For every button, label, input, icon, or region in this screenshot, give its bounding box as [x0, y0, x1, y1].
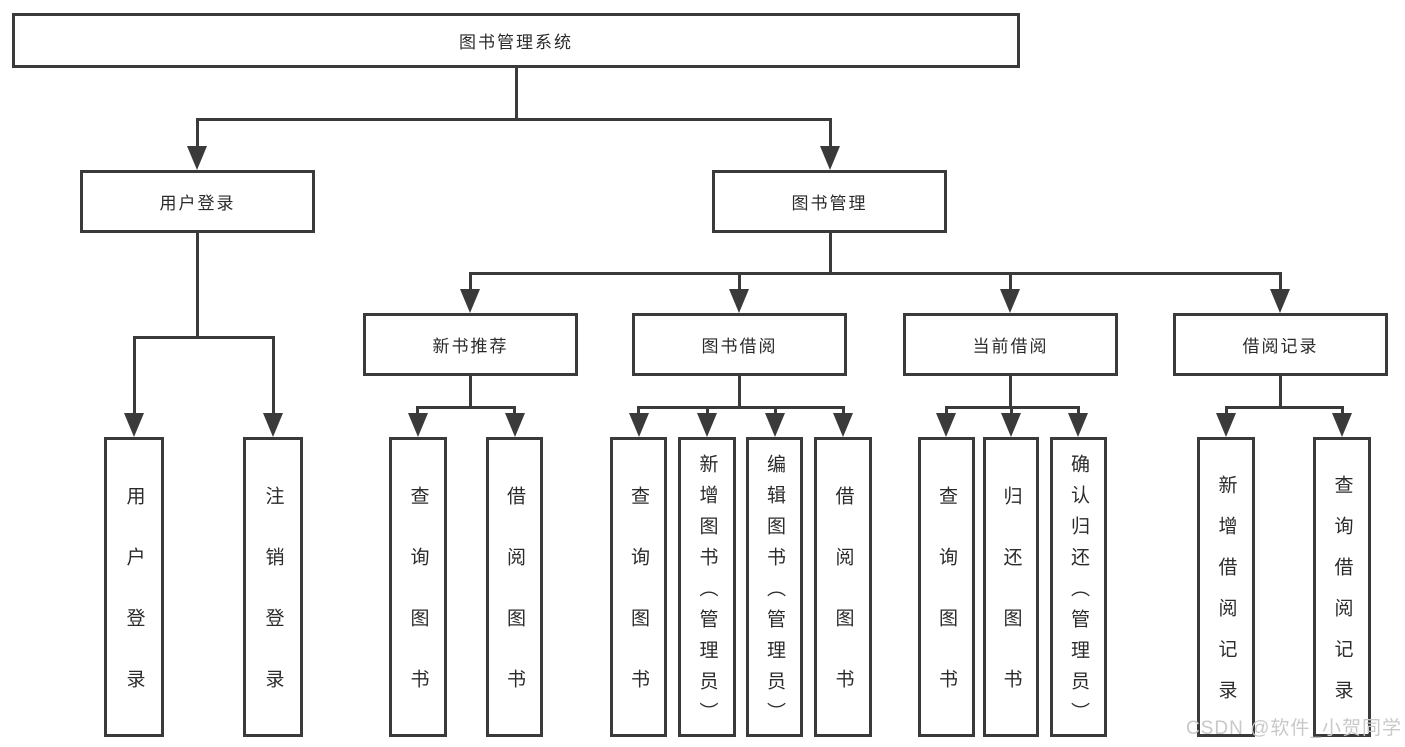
node-book-borrowing-label: 图书借阅 — [701, 337, 778, 356]
connector-drop-current-borrowing — [1009, 272, 1012, 289]
leaf-bb-add-books-admin: 新增图书（管理员） — [678, 437, 736, 737]
connector-root-distribution — [196, 118, 832, 121]
connector-drop-br-query — [1341, 406, 1344, 413]
connector-drop-leaf-logout — [272, 336, 275, 413]
node-borrowing-records-label: 借阅记录 — [1242, 337, 1319, 356]
connector-new-book-stem — [469, 376, 472, 406]
node-new-book-recommend-label: 新书推荐 — [432, 337, 509, 356]
arrowhead-to-br-add-record — [1216, 413, 1236, 437]
leaf-bb-query-books-label: 查询图书 — [628, 486, 649, 730]
leaf-nb-borrow-books-label: 借阅图书 — [504, 486, 525, 730]
leaf-cb-query-books: 查询图书 — [918, 437, 975, 737]
connector-drop-leaf-user-login — [133, 336, 136, 413]
leaf-cb-confirm-return-admin: 确认归还（管理员） — [1050, 437, 1107, 737]
connector-borrowing-stem — [738, 376, 741, 406]
leaf-nb-query-books: 查询图书 — [389, 437, 447, 737]
arrowhead-to-nb-borrow-books — [505, 413, 525, 437]
leaf-user-login: 用户登录 — [104, 437, 164, 737]
connector-root-drop-right — [829, 118, 832, 148]
connector-drop-bb-add — [706, 406, 709, 413]
connector-root-drop-left — [196, 118, 199, 148]
connector-book-management-stem — [829, 233, 832, 272]
arrowhead-to-leaf-logout — [263, 413, 283, 437]
node-book-borrowing: 图书借阅 — [632, 313, 847, 376]
connector-book-management-distribution — [469, 272, 1282, 275]
leaf-logout: 注销登录 — [243, 437, 303, 737]
leaf-bb-add-books-admin-label: 新增图书（管理员） — [696, 453, 718, 733]
connector-user-login-distribution — [133, 336, 274, 339]
connector-drop-new-book — [469, 272, 472, 289]
node-book-management-label: 图书管理 — [791, 194, 868, 213]
arrowhead-to-current-borrowing — [1000, 289, 1020, 313]
connector-drop-bb-borrow — [842, 406, 845, 413]
node-root-library-system: 图书管理系统 — [12, 13, 1020, 68]
leaf-bb-edit-books-admin: 编辑图书（管理员） — [746, 437, 803, 737]
leaf-br-query-record: 查询借阅记录 — [1313, 437, 1371, 737]
node-book-management: 图书管理 — [712, 170, 947, 233]
arrowhead-to-bb-add-books — [697, 413, 717, 437]
arrowhead-to-book-borrowing — [729, 289, 749, 313]
arrowhead-to-cb-return-books — [1001, 413, 1021, 437]
leaf-bb-borrow-books-label: 借阅图书 — [832, 486, 854, 730]
leaf-bb-edit-books-admin-label: 编辑图书（管理员） — [764, 453, 785, 733]
leaf-nb-borrow-books: 借阅图书 — [486, 437, 543, 737]
connector-drop-borrowing-records — [1279, 272, 1282, 289]
arrowhead-to-new-book-recommend — [460, 289, 480, 313]
leaf-cb-query-books-label: 查询图书 — [936, 486, 957, 730]
connector-drop-bb-edit — [774, 406, 777, 413]
node-borrowing-records: 借阅记录 — [1173, 313, 1388, 376]
arrowhead-to-nb-query-books — [408, 413, 428, 437]
connector-drop-nb-borrow — [513, 406, 516, 413]
leaf-cb-confirm-return-admin-label: 确认归还（管理员） — [1068, 453, 1089, 733]
leaf-nb-query-books-label: 查询图书 — [407, 486, 429, 730]
node-user-login: 用户登录 — [80, 170, 315, 233]
arrowhead-to-cb-query-books — [936, 413, 956, 437]
connector-drop-cb-confirm — [1077, 406, 1080, 413]
connector-user-login-stem — [196, 233, 199, 336]
arrowhead-to-book-management — [820, 146, 840, 170]
connector-root-stem — [515, 68, 518, 118]
node-user-login-label: 用户登录 — [159, 194, 236, 213]
connector-drop-cb-return — [1010, 406, 1013, 413]
connector-borrowing-distribution — [637, 406, 845, 409]
leaf-br-add-record-label: 新增借阅记录 — [1215, 475, 1237, 721]
connector-records-distribution — [1225, 406, 1343, 409]
connector-drop-bb-query — [637, 406, 640, 413]
watermark: CSDN @软件_小贺同学 — [1186, 718, 1402, 739]
leaf-cb-return-books: 归还图书 — [983, 437, 1039, 737]
node-current-borrowing: 当前借阅 — [903, 313, 1118, 376]
arrowhead-to-leaf-user-login — [124, 413, 144, 437]
connector-current-stem — [1009, 376, 1012, 406]
arrowhead-to-bb-borrow-books — [833, 413, 853, 437]
connector-drop-book-borrowing — [738, 272, 741, 289]
leaf-logout-label: 注销登录 — [262, 486, 284, 730]
connector-new-book-distribution — [416, 406, 516, 409]
connector-drop-cb-query — [945, 406, 948, 413]
connector-drop-nb-query — [416, 406, 419, 413]
leaf-user-login-label: 用户登录 — [123, 486, 145, 730]
node-current-borrowing-label: 当前借阅 — [972, 337, 1049, 356]
connector-drop-br-add — [1225, 406, 1228, 413]
node-new-book-recommend: 新书推荐 — [363, 313, 578, 376]
leaf-br-query-record-label: 查询借阅记录 — [1331, 475, 1353, 721]
arrowhead-to-bb-edit-books — [765, 413, 785, 437]
arrowhead-to-br-query-record — [1332, 413, 1352, 437]
leaf-bb-borrow-books: 借阅图书 — [814, 437, 872, 737]
arrowhead-to-cb-confirm-return — [1068, 413, 1088, 437]
leaf-cb-return-books-label: 归还图书 — [1000, 486, 1022, 730]
arrowhead-to-borrowing-records — [1270, 289, 1290, 313]
leaf-br-add-record: 新增借阅记录 — [1197, 437, 1255, 737]
connector-records-stem — [1279, 376, 1282, 406]
leaf-bb-query-books: 查询图书 — [610, 437, 667, 737]
node-root-label: 图书管理系统 — [459, 33, 573, 52]
arrowhead-to-bb-query-books — [629, 413, 649, 437]
arrowhead-to-user-login — [187, 146, 207, 170]
